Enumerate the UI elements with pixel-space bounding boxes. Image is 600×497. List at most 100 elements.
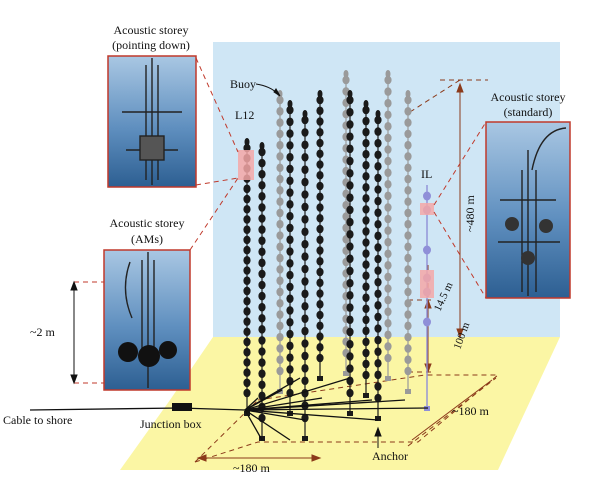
storey-icon <box>286 164 294 174</box>
storey-icon <box>384 203 392 212</box>
storey-icon <box>384 237 392 247</box>
storey-icon <box>374 312 382 322</box>
photo-ams <box>103 249 191 391</box>
storey-icon <box>346 339 354 349</box>
storey-icon <box>243 255 251 265</box>
storey-icon <box>276 344 284 353</box>
storey-icon <box>276 186 284 195</box>
storey-icon <box>301 326 309 336</box>
storey-icon <box>374 301 382 310</box>
storey-icon <box>286 353 294 362</box>
label-il: IL <box>421 167 432 181</box>
label-cable-to-shore: Cable to shore <box>3 413 72 427</box>
storey-icon <box>301 351 309 361</box>
storey-icon <box>346 181 354 190</box>
storey-icon <box>316 160 324 169</box>
storey-icon <box>346 217 354 227</box>
anchor-icon <box>375 416 381 421</box>
storey-icon <box>346 120 354 129</box>
storey-icon <box>362 348 370 358</box>
storey-icon <box>276 197 284 206</box>
storey-icon <box>276 140 284 150</box>
storey-icon <box>384 214 392 224</box>
storey-icon <box>243 225 251 234</box>
storey-icon <box>243 307 251 316</box>
storey-icon <box>276 355 284 365</box>
storey-icon <box>384 330 392 340</box>
storey-icon <box>276 242 284 252</box>
storey-icon <box>346 156 354 166</box>
storey-icon <box>362 160 370 170</box>
storey-icon <box>374 324 382 333</box>
storey-icon <box>384 98 392 108</box>
storey-icon <box>374 266 382 275</box>
storey-icon <box>286 200 294 209</box>
storey-icon <box>384 145 392 154</box>
storey-icon <box>374 185 382 194</box>
label-width-180-right: ~180 m <box>452 404 489 418</box>
label-l12: L12 <box>235 108 254 122</box>
storey-icon <box>276 253 284 263</box>
storey-icon <box>258 280 266 290</box>
storey-icon <box>404 253 412 263</box>
storey-icon <box>316 342 324 352</box>
storey-icon <box>346 168 354 178</box>
storey-icon <box>276 310 284 319</box>
storey-icon <box>258 236 266 245</box>
anchor-icon <box>363 393 369 398</box>
hydrophone-spheres-icon <box>118 341 177 367</box>
storey-icon <box>301 376 309 386</box>
storey-icon <box>404 106 412 116</box>
storey-icon <box>374 335 382 345</box>
storey-icon <box>404 197 412 206</box>
storey-icon <box>374 196 382 206</box>
storey-icon <box>362 194 370 203</box>
storey-icon <box>243 347 251 357</box>
storey-icon <box>404 265 412 274</box>
storey-icon <box>258 169 266 179</box>
storey-icon <box>404 186 412 195</box>
storey-icon <box>286 129 294 138</box>
storey-icon <box>316 170 324 180</box>
storey-icon <box>301 314 309 323</box>
storey-icon <box>374 231 382 241</box>
storey-icon <box>243 358 251 367</box>
storey-icon <box>316 203 324 212</box>
storey-icon <box>286 188 294 197</box>
storey-icon <box>316 256 324 266</box>
storey-icon <box>301 165 309 174</box>
storey-icon <box>374 243 382 252</box>
storey-icon <box>243 194 251 204</box>
label-acoustic-down-1: Acoustic storey <box>114 23 189 37</box>
storey-icon <box>243 204 251 214</box>
storey-icon <box>374 277 382 287</box>
storey-icon <box>286 317 294 327</box>
optical-module-spheres-icon <box>505 217 553 265</box>
storey-icon <box>346 144 354 154</box>
storey-icon <box>258 158 266 168</box>
storey-icon <box>404 366 412 376</box>
storey-icon <box>346 291 354 300</box>
buoy-pointer <box>255 83 281 97</box>
storey-icon <box>384 87 392 96</box>
storey-icon <box>346 229 354 239</box>
storey-icon <box>276 287 284 297</box>
storey-icon <box>346 254 354 264</box>
junction-box <box>172 403 192 411</box>
storey-icon <box>276 265 284 274</box>
storey-icon <box>362 260 370 269</box>
storey-icon <box>316 289 324 298</box>
storey-icon <box>316 192 324 202</box>
storey-icon <box>384 133 392 143</box>
anchor-icon <box>385 376 391 381</box>
storey-icon <box>286 329 294 339</box>
storey-icon <box>286 270 294 280</box>
storey-icon <box>301 215 309 224</box>
storey-icon <box>258 225 266 234</box>
storey-icon <box>316 353 324 363</box>
storey-icon <box>374 254 382 264</box>
storey-icon <box>384 110 392 120</box>
storey-icon <box>384 342 392 351</box>
water-volume <box>213 42 560 337</box>
label-two-m: ~2 m <box>30 325 55 339</box>
